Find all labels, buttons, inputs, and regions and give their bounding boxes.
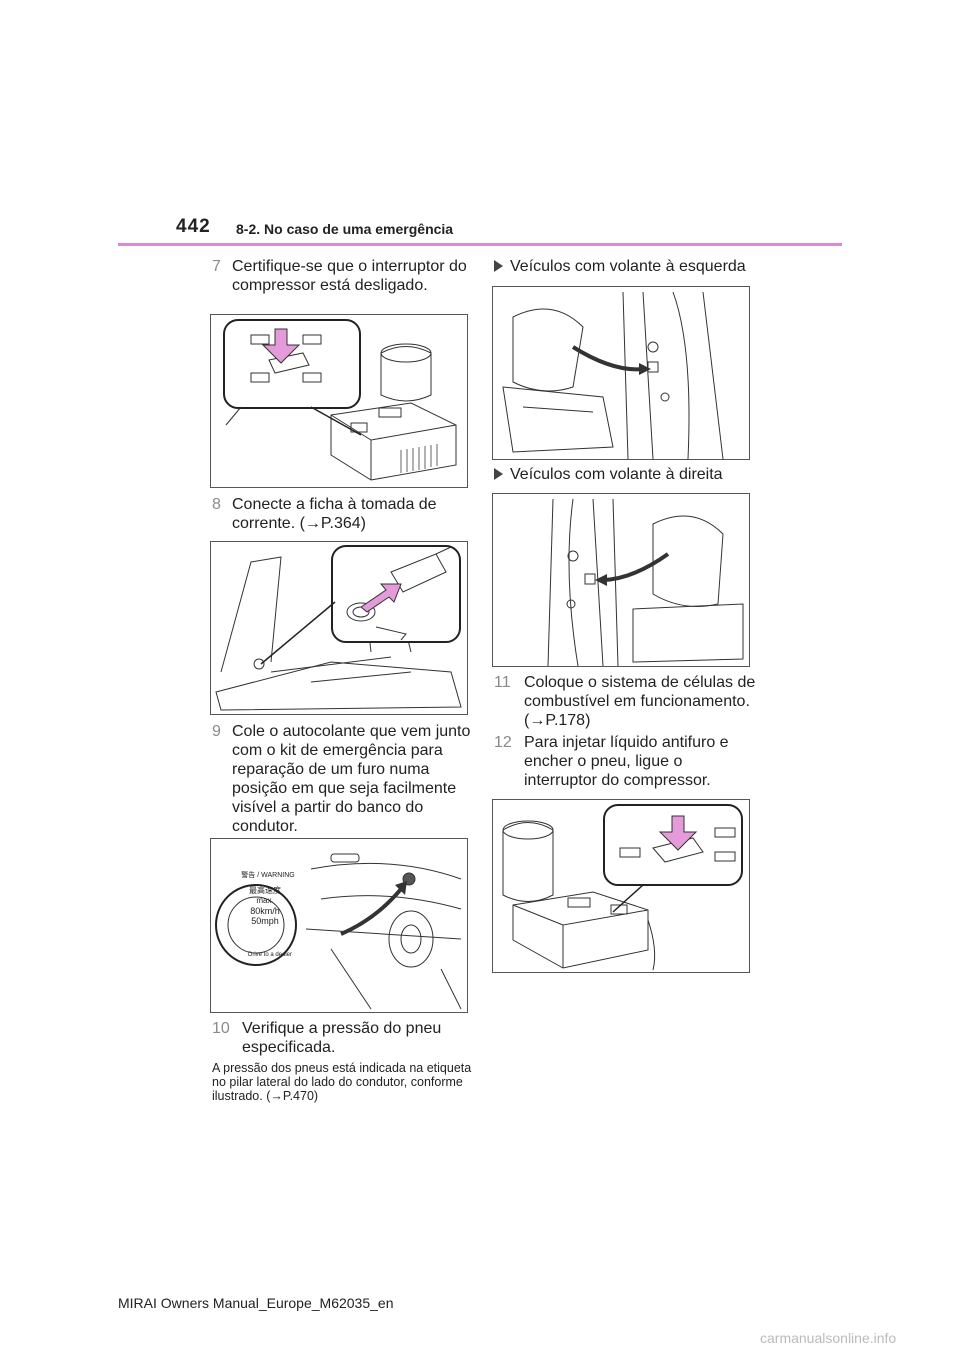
note-tyre-pressure: A pressão dos pneus está indicada na eti… [212, 1061, 472, 1103]
step-number: 11 [494, 674, 511, 691]
step-10: 10 Verifique a pressão do pneu especific… [212, 1019, 472, 1057]
step-7: 7 Certifique-se que o interruptor do com… [212, 257, 472, 295]
sticker-bottom: Drive to a dealer [247, 952, 293, 958]
step-number: 12 [494, 734, 512, 751]
step-8: 8 Conecte a ficha à tomada de corrente. … [212, 495, 472, 533]
step-text: Coloque o sistema de células de combustí… [524, 674, 756, 729]
bullet-lhd: Veículos com volante à esquerda [494, 257, 754, 276]
step-number: 9 [212, 723, 221, 740]
step-12: 12 Para injetar líquido antifuro e enche… [494, 733, 759, 790]
step-text: Para injetar líquido antifuro e encher o… [524, 734, 729, 789]
step-number: 10 [212, 1020, 230, 1037]
figure-compressor-switch-on [492, 799, 750, 973]
figure-compressor-switch-off [210, 314, 468, 488]
footer: MIRAI Owners Manual_Europe_M62035_en [118, 1295, 394, 1311]
step-text: Verifique a pressão do pneu especificada… [242, 1020, 442, 1056]
figure-rhd-pillar [492, 493, 750, 667]
step-text: Conecte a ficha à tomada de corrente. (→… [232, 496, 437, 532]
figure-plug-socket [210, 541, 468, 715]
header-rule [118, 243, 842, 246]
sticker-text: 最高速度 max. 80km/h 50mph [249, 886, 281, 926]
step-9: 9 Cole o autocolante que vem junto com o… [212, 722, 477, 836]
figure-warning-sticker [210, 838, 468, 1013]
step-11: 11 Coloque o sistema de células de combu… [494, 673, 764, 730]
chapter-title: 8-2. No caso de uma emergência [236, 221, 454, 237]
step-number: 8 [212, 496, 221, 513]
figure-lhd-pillar [492, 286, 750, 460]
watermark: carmanualsonline.info [760, 1330, 897, 1346]
triangle-bullet-icon [494, 260, 503, 272]
page-number: 442 [176, 216, 211, 237]
step-text: Cole o autocolante que vem junto com o k… [232, 723, 471, 835]
step-text: Certifique-se que o interruptor do compr… [232, 258, 467, 294]
step-number: 7 [212, 258, 221, 275]
bullet-rhd: Veículos com volante à direita [494, 465, 754, 484]
triangle-bullet-icon [494, 468, 503, 480]
sticker-top: 警告 / WARNING [241, 872, 295, 879]
